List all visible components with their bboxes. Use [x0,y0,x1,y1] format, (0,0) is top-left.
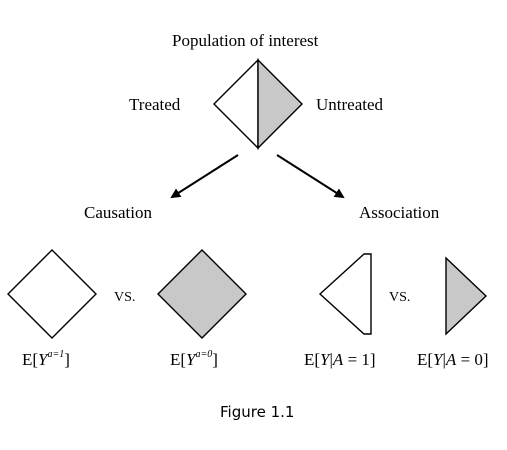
treated-label: Treated [129,95,181,114]
association-vs: VS. [389,290,411,305]
arrow-to-association [276,154,345,199]
untreated-label: Untreated [316,95,384,114]
population-diamond [213,58,303,150]
causation-label: Causation [84,203,152,222]
treated-half [213,58,259,150]
figure-caption: Figure 1.1 [220,403,295,421]
population-title: Population of interest [172,31,319,50]
expr-y-given-a0: E[Y|A = 0] [417,350,489,369]
untreated-half [257,58,303,150]
arrow-to-causation [170,154,239,199]
treated-half-diamond [318,253,372,335]
association-label: Association [359,203,440,222]
untreated-half-diamond [445,256,488,336]
expr-y-a1: E[Ya=1] [22,349,70,369]
causation-vs: VS. [114,290,136,305]
treated-full-diamond [7,249,97,339]
expr-y-given-a1: E[Y|A = 1] [304,350,376,369]
expr-y-a0: E[Ya=0] [170,349,218,369]
untreated-full-diamond [157,249,247,339]
